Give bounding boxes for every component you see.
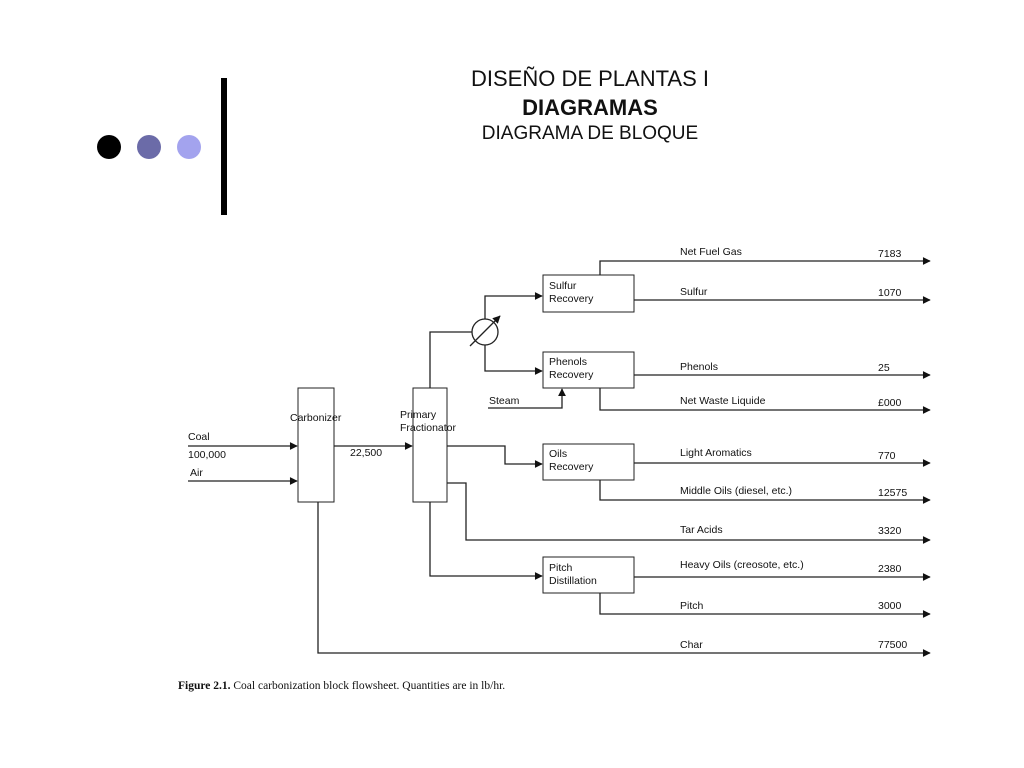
figure-caption-number: Figure 2.1. <box>178 680 231 692</box>
exchanger-to-sulfur-line <box>484 292 543 319</box>
middle-oils-line <box>599 480 931 504</box>
stream-label: Net Waste Liquide <box>680 395 766 407</box>
pitch-distillation-label-2: Distillation <box>549 575 597 587</box>
primary-fractionator-block <box>412 387 448 503</box>
steam-label: Steam <box>489 395 520 407</box>
char-line <box>317 502 931 657</box>
coal-label: Coal <box>188 431 210 443</box>
stream-value: 3320 <box>878 525 902 537</box>
stream-value: 12575 <box>878 487 907 499</box>
stream-value: 77500 <box>878 639 907 651</box>
tar-acids-line <box>447 482 931 544</box>
pitch-distillation-label-1: Pitch <box>549 562 573 574</box>
fractionator-label-2: Fractionator <box>400 422 457 434</box>
fractionator-label-1: Primary <box>400 409 437 421</box>
phenols-recovery-block <box>542 351 635 389</box>
slide-title-line1: DISEÑO DE PLANTAS I <box>471 66 709 91</box>
phenols-recovery-label-1: Phenols <box>549 356 587 368</box>
intermediate-value: 22,500 <box>350 447 382 459</box>
exchanger-to-phenols-line <box>484 345 543 375</box>
net-waste-liquide-line <box>599 388 931 414</box>
decor-dot-3 <box>177 135 201 159</box>
steam-line <box>488 388 566 409</box>
carbonizer-block <box>297 387 335 503</box>
stream-value: 2380 <box>878 563 902 575</box>
fractionator-overhead-line <box>429 331 472 388</box>
sulfur-recovery-block <box>542 274 635 313</box>
air-label: Air <box>190 467 203 479</box>
stream-label: Phenols <box>680 361 718 373</box>
figure-caption-text: Coal carbonization block flowsheet. Quan… <box>233 680 505 692</box>
fractionator-to-pitch-line <box>429 502 543 580</box>
figure-caption: Figure 2.1. Coal carbonization block flo… <box>178 680 505 692</box>
stream-label: Tar Acids <box>680 524 723 536</box>
stream-value: £000 <box>878 397 902 409</box>
heat-exchanger-arrow <box>469 315 501 347</box>
oils-recovery-label-2: Recovery <box>549 461 594 473</box>
stream-value: 7183 <box>878 248 902 260</box>
stream-label: Middle Oils (diesel, etc.) <box>680 485 792 497</box>
stream-label: Sulfur <box>680 286 708 298</box>
decor-dot-2 <box>137 135 161 159</box>
coal-value: 100,000 <box>188 449 226 461</box>
pitch-line <box>599 593 931 618</box>
stream-label: Char <box>680 639 703 651</box>
slide-title-line3: DIAGRAMA DE BLOQUE <box>481 123 699 144</box>
fractionator-to-oils-line <box>447 445 543 468</box>
stream-label: Heavy Oils (creosote, etc.) <box>680 559 804 571</box>
oils-recovery-label-1: Oils <box>549 448 567 460</box>
sulfur-recovery-label-1: Sulfur <box>549 280 577 292</box>
net-fuel-gas-line <box>599 257 931 275</box>
stream-value: 25 <box>878 362 890 374</box>
pitch-distillation-block <box>542 556 635 594</box>
sulfur-recovery-label-2: Recovery <box>549 293 594 305</box>
decor-vertical-bar <box>221 78 227 215</box>
phenols-recovery-label-2: Recovery <box>549 369 594 381</box>
stream-value: 1070 <box>878 287 902 299</box>
stream-value: 3000 <box>878 600 902 612</box>
oils-recovery-block <box>542 443 635 481</box>
stream-label: Pitch <box>680 600 704 612</box>
stream-label: Light Aromatics <box>680 447 752 459</box>
stream-label: Net Fuel Gas <box>680 246 742 258</box>
decor-dot-1 <box>97 135 121 159</box>
slide-title-line2: DIAGRAMAS <box>522 95 658 120</box>
heat-exchanger-icon <box>471 318 499 346</box>
carbonizer-label: Carbonizer <box>290 412 342 424</box>
stream-value: 770 <box>878 450 896 462</box>
